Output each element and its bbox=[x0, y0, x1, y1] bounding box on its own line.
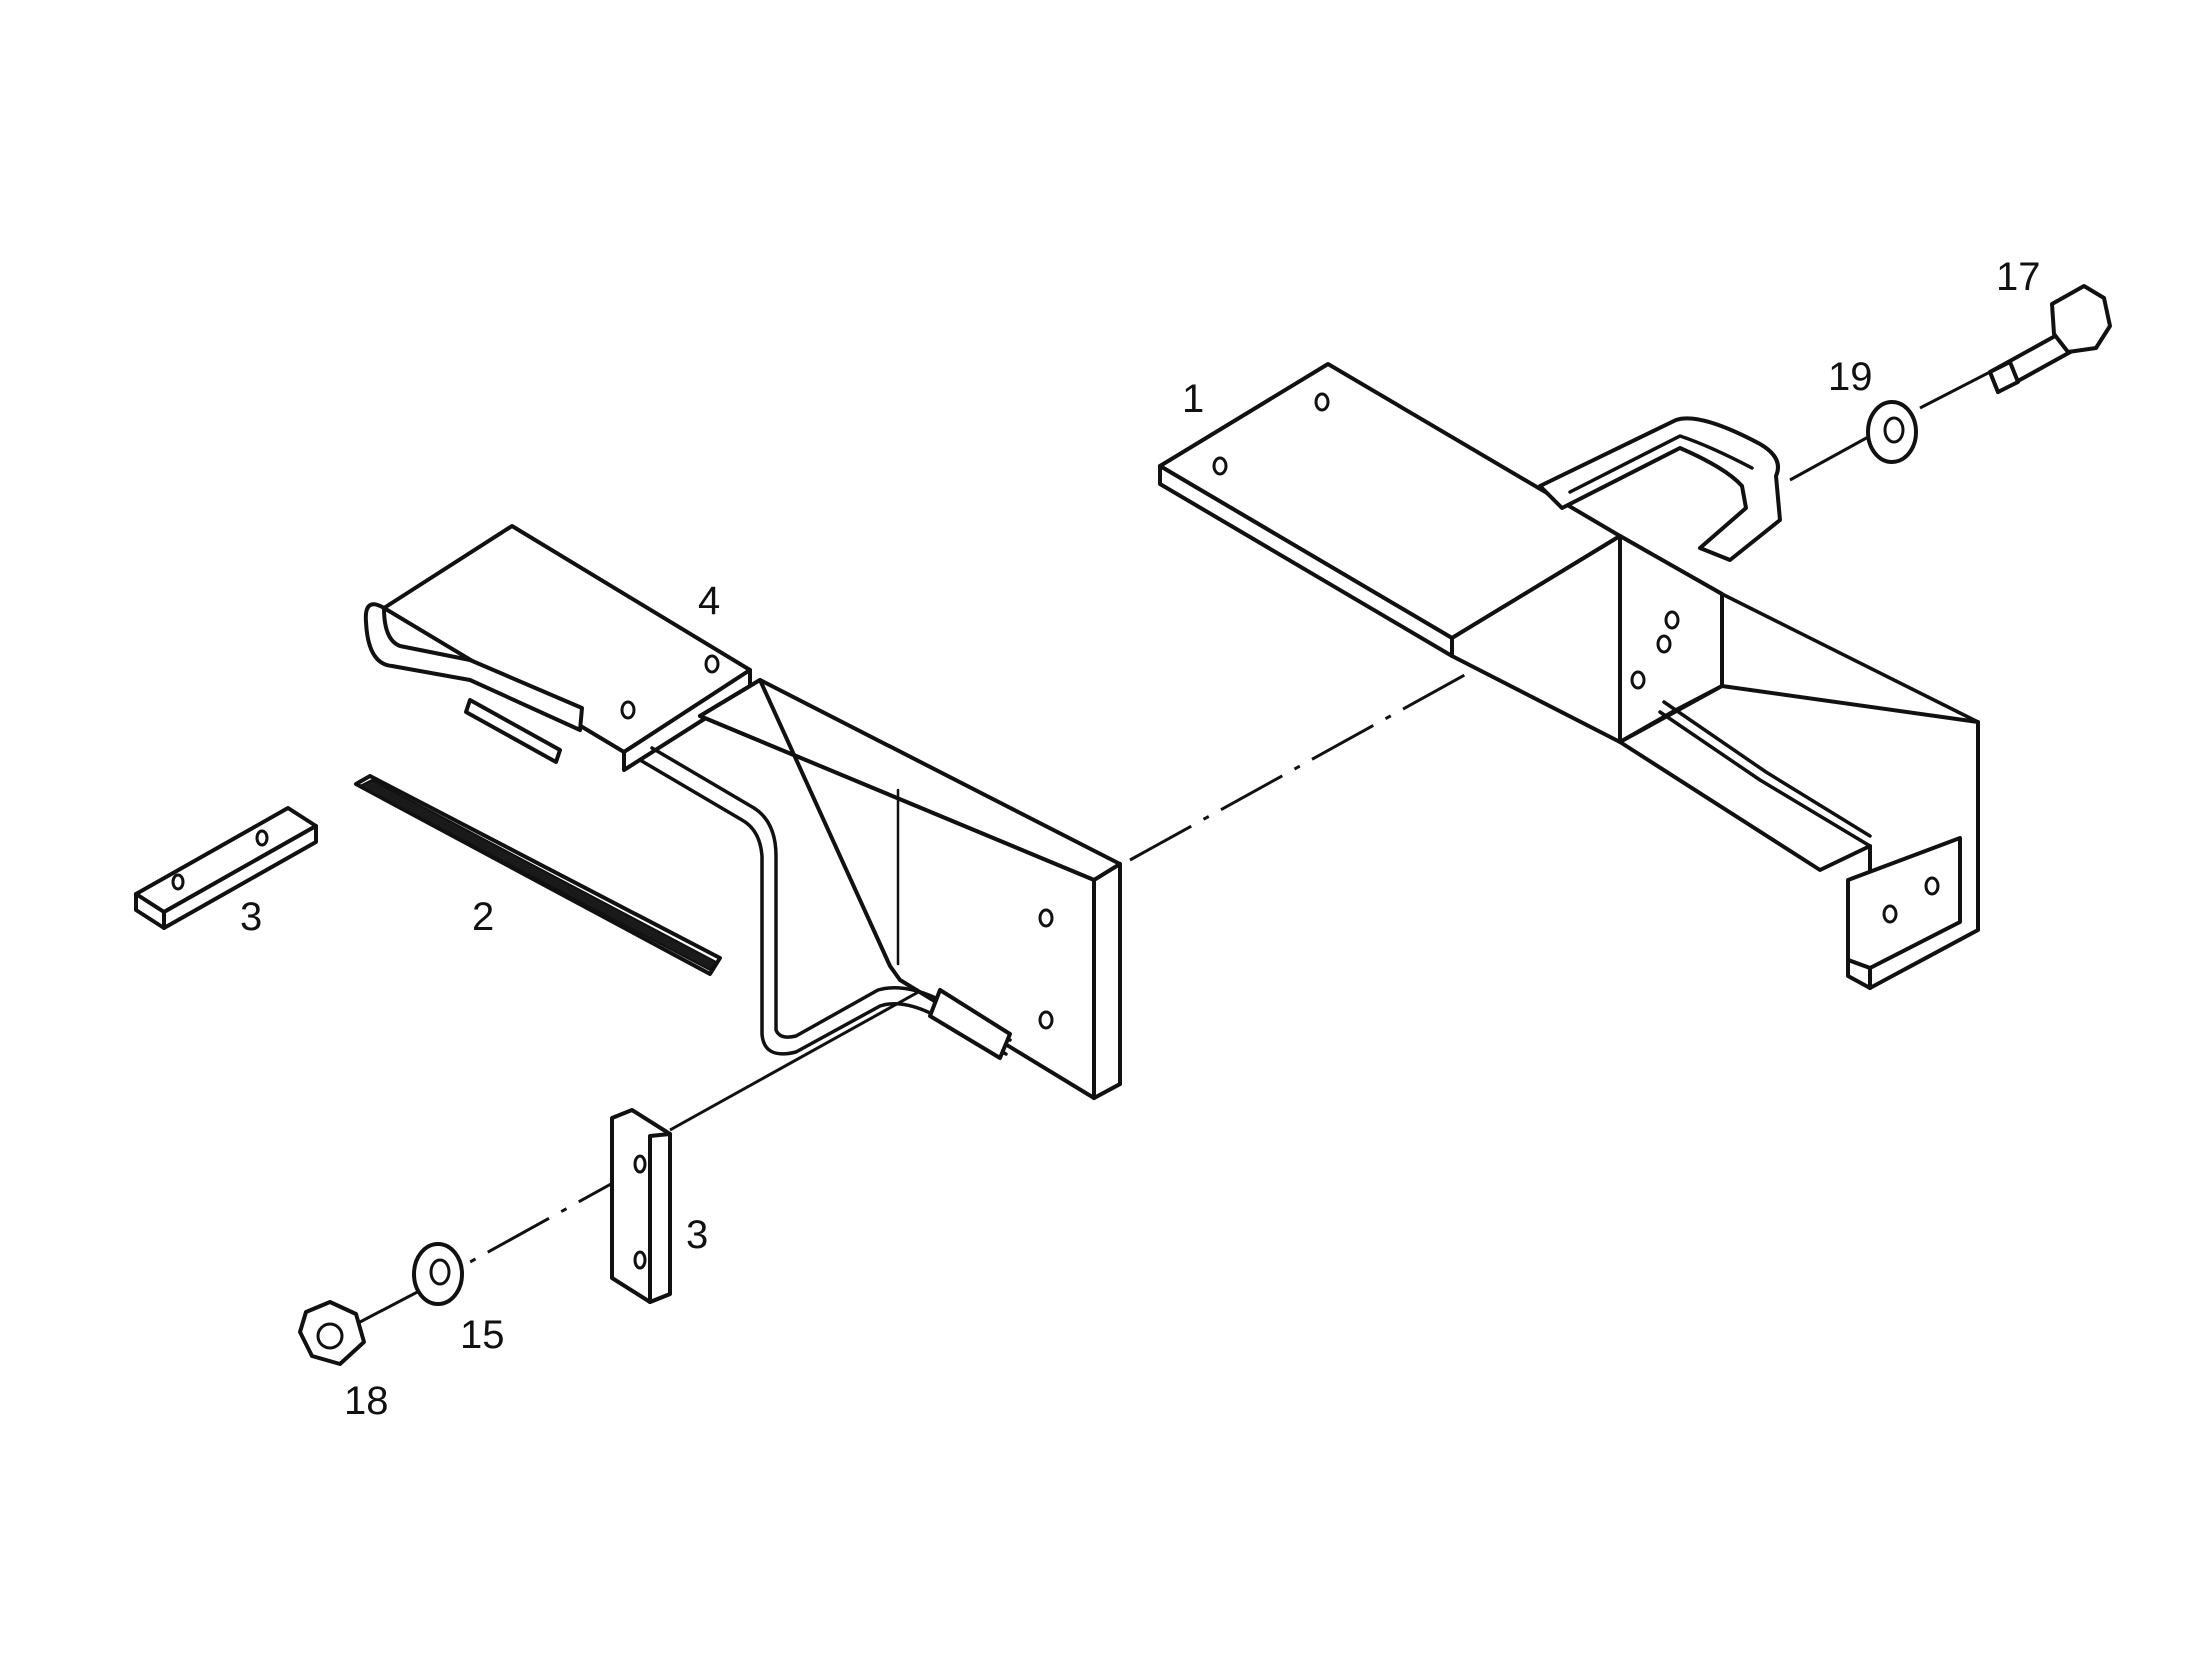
part-1-hole bbox=[1882, 904, 1898, 924]
part-4-bracket bbox=[363, 524, 1122, 1100]
part-4-hole bbox=[1038, 1010, 1054, 1030]
part-15-washer-hole bbox=[429, 1258, 451, 1286]
part-1-carrier bbox=[1158, 362, 1980, 990]
axis-bolt-to-washer19 bbox=[1919, 370, 1991, 410]
part-3-left-top bbox=[134, 806, 318, 914]
callout-part-3-left: 3 bbox=[240, 895, 262, 939]
part-18-nut bbox=[298, 1300, 366, 1366]
part-1-loop-inner-edge bbox=[1568, 434, 1754, 494]
part-1-foot bbox=[1846, 836, 1962, 970]
part-1-hole bbox=[1656, 634, 1672, 654]
part-1-hole bbox=[1630, 670, 1646, 690]
part-4-rod-stub bbox=[928, 988, 1012, 1060]
callout-part-3-lower: 3 bbox=[686, 1213, 708, 1257]
callout-part-1: 1 bbox=[1182, 377, 1204, 421]
part-2-strip-under-bracket bbox=[464, 698, 562, 764]
part-1-hole bbox=[1314, 392, 1330, 412]
part-18-nut-hole bbox=[316, 1322, 344, 1350]
callout-part-2: 2 bbox=[472, 895, 494, 939]
part-4-hole bbox=[620, 700, 636, 720]
part-4-rod bbox=[638, 758, 1008, 1056]
part-19-washer-hole bbox=[1883, 416, 1905, 444]
part-17-bolt-head bbox=[2050, 284, 2112, 354]
part-3-left-hole bbox=[171, 873, 185, 891]
part-1-brace bbox=[1658, 710, 1872, 848]
part-3-lower-hole bbox=[633, 1250, 647, 1270]
callout-part-4: 4 bbox=[698, 579, 720, 623]
part-3-left-side bbox=[162, 824, 318, 930]
callout-part-18: 18 bbox=[344, 1379, 389, 1423]
part-4-hole bbox=[1038, 908, 1054, 928]
part-1-hole bbox=[1924, 876, 1940, 896]
part-4-hole bbox=[704, 654, 720, 674]
part-1-hole bbox=[1664, 610, 1680, 630]
axis-nut-to-washer bbox=[359, 1286, 426, 1324]
part-3-plate-left bbox=[134, 806, 318, 930]
axis-bracket-to-carrier bbox=[1129, 670, 1471, 862]
part-17-bolt bbox=[1988, 284, 2112, 394]
axis-washer19-to-carrier bbox=[1789, 434, 1871, 482]
part-1-brace-2 bbox=[1662, 700, 1872, 838]
callout-part-17: 17 bbox=[1996, 255, 2041, 299]
part-4-rod-2 bbox=[650, 746, 1012, 1042]
part-3-lower-edge bbox=[648, 1132, 672, 1304]
part-19-washer bbox=[1866, 400, 1918, 464]
part-1-arm bbox=[1618, 684, 1980, 990]
callout-part-19: 19 bbox=[1828, 355, 1873, 399]
part-15-washer bbox=[412, 1242, 464, 1306]
callout-part-15: 15 bbox=[460, 1313, 505, 1357]
part-2-strip bbox=[354, 698, 722, 976]
part-1-hole bbox=[1212, 456, 1228, 476]
part-3-left-hole bbox=[255, 829, 269, 847]
part-17-bolt-thread bbox=[1988, 360, 2020, 394]
part-1-foot-edge bbox=[1846, 958, 1872, 990]
part-4-upright-edge bbox=[1092, 862, 1122, 1100]
part-4-roll-end bbox=[363, 602, 584, 732]
part-3-lower-hole bbox=[633, 1154, 647, 1174]
part-1-arm-edge bbox=[1720, 592, 1980, 724]
part-3-plate-lower bbox=[610, 1108, 672, 1304]
callout-labels: 1 2 3 3 4 15 17 18 19 bbox=[240, 255, 2041, 1423]
part-2-strip-edge bbox=[357, 778, 718, 972]
